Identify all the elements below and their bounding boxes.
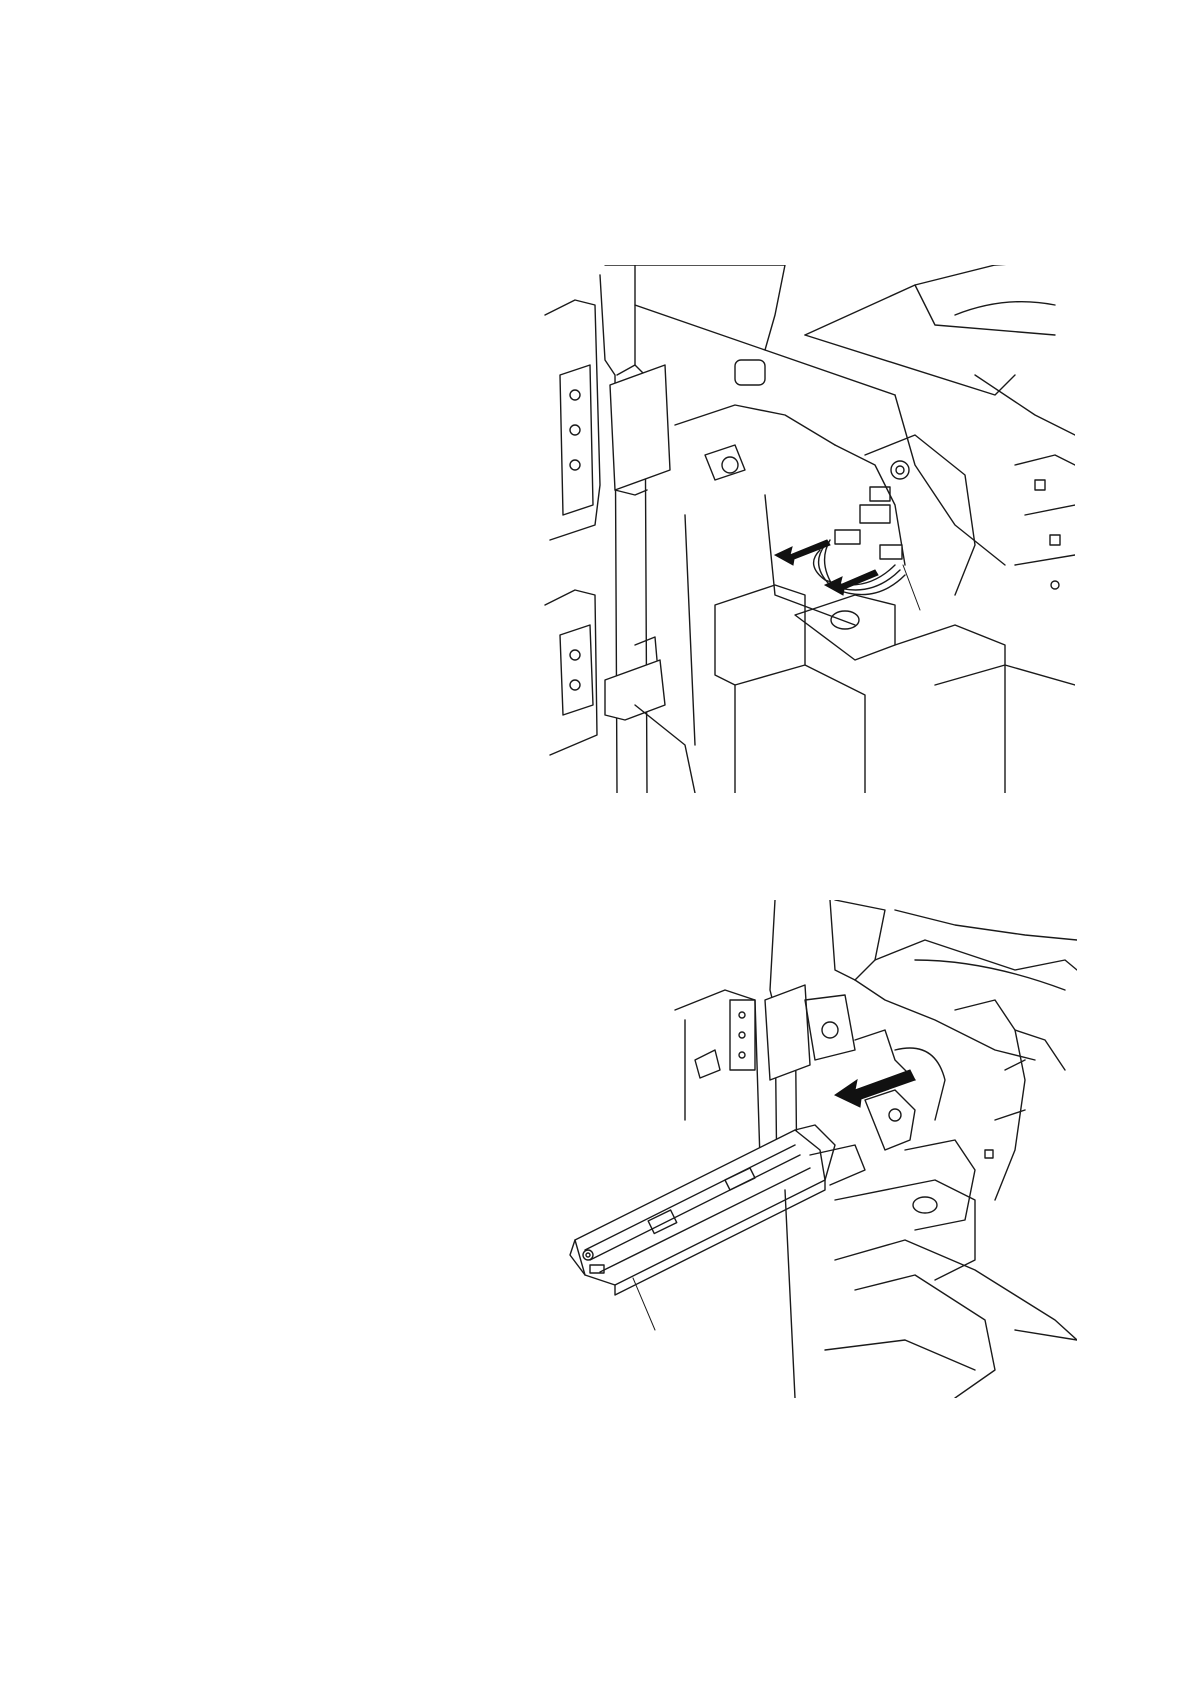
right-side-frame: [975, 375, 1075, 589]
hinge-column: [600, 265, 670, 793]
figure-drum-unit-removal: [555, 900, 1077, 1398]
inner-mechanism: [805, 995, 975, 1230]
left-side-frame: [675, 990, 760, 1160]
callout-leader-line: [903, 565, 920, 610]
top-housing: [605, 265, 1075, 565]
right-side-frame: [955, 1000, 1065, 1200]
pull-arrow-upper-icon: [775, 540, 830, 565]
top-housing: [835, 900, 1077, 1060]
pull-out-arrow-icon: [835, 1070, 915, 1107]
drum-unit-callout-line: [633, 1278, 655, 1330]
figure-connector-removal: [535, 265, 1075, 793]
drum-unit-removal-drawing: [555, 900, 1077, 1398]
lower-housing: [635, 585, 1075, 793]
drum-unit: [570, 1125, 865, 1295]
left-side-frame: [545, 300, 600, 755]
connector-removal-drawing: [535, 265, 1075, 793]
pull-arrow-lower-icon: [825, 570, 878, 595]
